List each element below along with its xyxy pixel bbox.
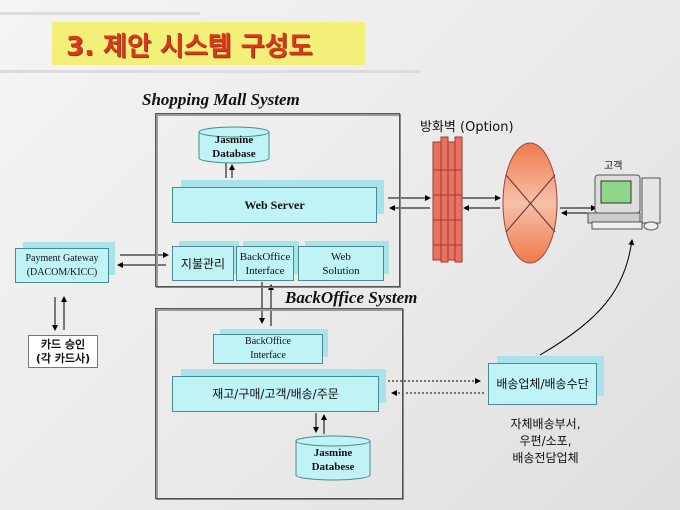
label: (DACOM/KICC) <box>26 266 98 278</box>
page-title: 3. 제안 시스템 구성도 <box>66 32 313 62</box>
payment-mgmt-box: 지불관리 <box>172 246 234 281</box>
db-label: Jasmine <box>214 134 254 146</box>
router-icon <box>502 142 558 264</box>
db-label: Database <box>212 148 256 160</box>
modules-box: 재고/구매/고객/배송/주문 <box>172 376 379 412</box>
computer-icon <box>587 174 661 231</box>
web-server-label: Web Server <box>244 198 305 212</box>
delivery-notes: 자체배송부서, 우편/소포, 배송전담업체 <box>488 416 603 467</box>
note: 자체배송부서, <box>510 417 581 431</box>
web-server-box: Web Server <box>172 187 377 223</box>
card-approval-box: 카드 승인(각 카드사) <box>28 335 98 368</box>
label: (각 카드사) <box>35 351 91 365</box>
db-label: Databese <box>311 461 355 473</box>
arrow <box>539 239 635 356</box>
note: 배송전담업체 <box>512 451 579 465</box>
shopping-mall-label: Shopping Mall System <box>142 90 300 109</box>
title-highlight <box>52 22 365 65</box>
label: Web <box>331 250 351 263</box>
backoffice-frame <box>155 308 403 499</box>
customer-label: 고객 <box>604 161 623 172</box>
shopping-mall-frame <box>155 113 400 287</box>
label: Solution <box>322 264 360 277</box>
label: BackOffice <box>239 250 291 263</box>
firewall-label: 방화벽 (Option) <box>420 120 514 135</box>
cylinder-icon <box>198 126 371 481</box>
firewall-icon <box>432 136 463 263</box>
backoffice-label: BackOffice System <box>285 288 418 307</box>
label: BackOffice <box>245 336 291 347</box>
note: 우편/소포, <box>519 434 572 448</box>
label: 카드 승인 <box>40 337 86 351</box>
label: Payment Gateway <box>25 252 99 264</box>
label: Interface <box>245 264 285 277</box>
payment-gateway-box: Payment Gateway (DACOM/KICC) <box>15 248 109 283</box>
decor-stripe <box>0 70 420 73</box>
db-label: Jasmine <box>313 447 353 459</box>
delivery-box: 배송업체/배송수단 <box>488 363 597 405</box>
decor-stripe <box>0 12 200 15</box>
label: Interface <box>250 350 286 361</box>
